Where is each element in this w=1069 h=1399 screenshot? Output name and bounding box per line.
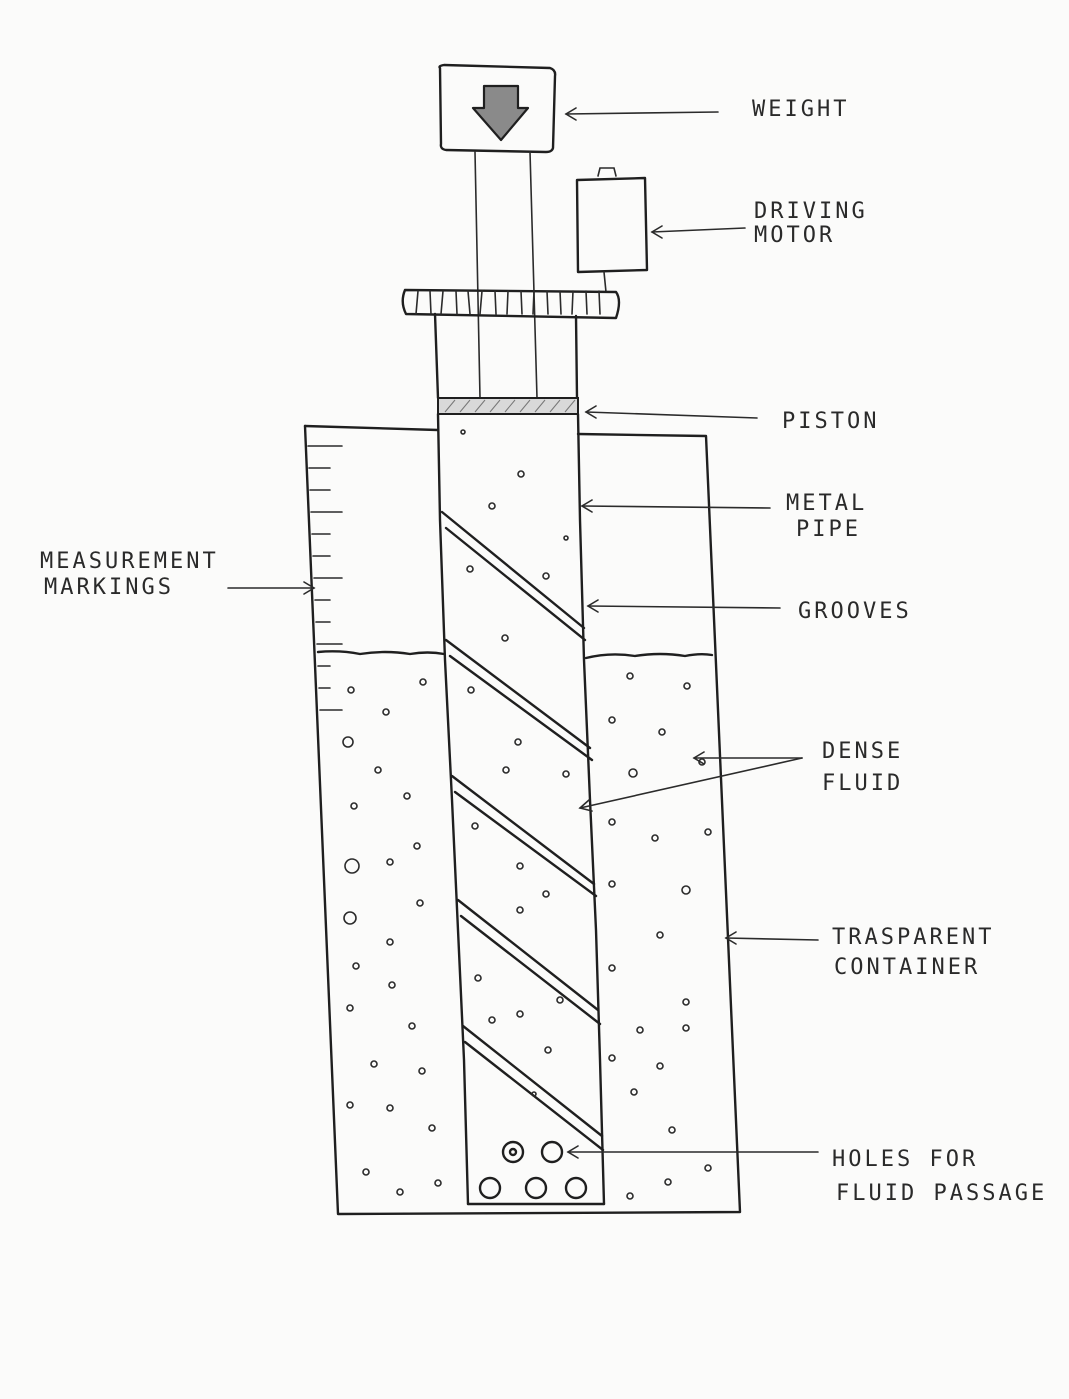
label-measurement-markings-line2: MARKINGS [44, 575, 174, 600]
weight-rods [474, 151, 538, 399]
label-container-line2: CONTAINER [834, 955, 981, 980]
label-holes-line1: HOLES FOR [832, 1147, 979, 1172]
metal-pipe-upper [433, 312, 579, 400]
gear [401, 288, 621, 320]
transparent-container [303, 424, 742, 1216]
spiral-grooves [440, 510, 605, 1152]
metal-pipe [436, 412, 606, 1206]
label-container-line1: TRASPARENT [832, 925, 995, 950]
label-dense-fluid-line2: FLUID [822, 771, 904, 796]
weight [438, 63, 557, 154]
label-driving-motor-line1: DRIVING [754, 199, 868, 224]
pointer-arrows [227, 107, 819, 1159]
label-holes-line2: FLUID PASSAGE [836, 1181, 1048, 1206]
down-arrow-icon [471, 84, 530, 142]
fluid-surface [316, 650, 714, 660]
label-measurement-markings-line1: MEASUREMENT [40, 549, 219, 574]
label-metal-pipe-line2: PIPE [796, 517, 861, 542]
label-grooves: GROOVES [798, 599, 912, 624]
measurement-markings [307, 445, 343, 711]
driving-motor [575, 167, 649, 293]
label-weight: WEIGHT [752, 97, 850, 122]
piston [437, 397, 579, 415]
label-dense-fluid-line1: DENSE [822, 739, 904, 764]
label-metal-pipe-line1: METAL [786, 491, 868, 516]
label-piston: PISTON [782, 409, 880, 434]
fluid-particles [342, 429, 712, 1200]
label-driving-motor-line2: MOTOR [754, 223, 836, 248]
fluid-holes [478, 1140, 588, 1200]
